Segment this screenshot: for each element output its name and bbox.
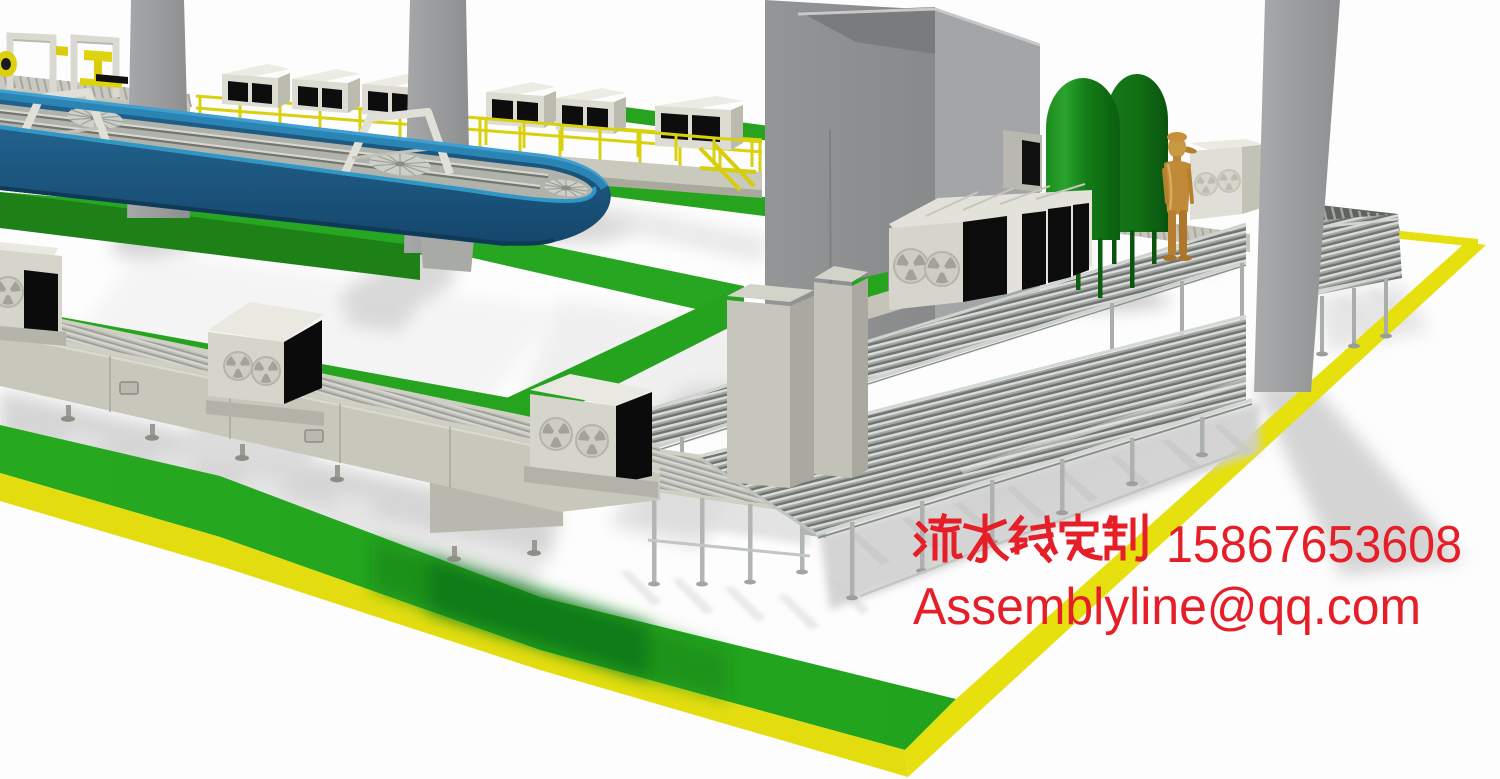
svg-text:Assemblyline@qq.com: Assemblyline@qq.com bbox=[913, 578, 1421, 636]
svg-text:15867653608: 15867653608 bbox=[1166, 516, 1462, 574]
